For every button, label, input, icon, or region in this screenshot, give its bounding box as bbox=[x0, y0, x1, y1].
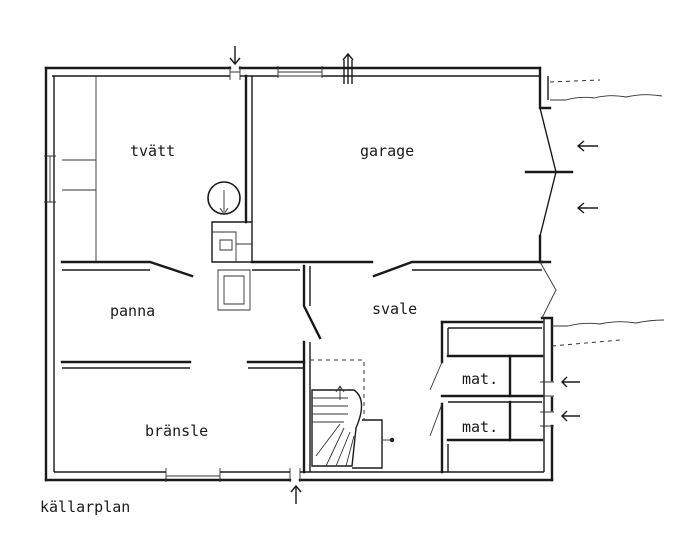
entry-arrows bbox=[229, 46, 598, 504]
room-label-svale: svale bbox=[372, 300, 417, 318]
room-label-mat-upper: mat. bbox=[462, 370, 498, 388]
arrow-left-icon bbox=[561, 410, 580, 422]
arrow-up-icon bbox=[290, 484, 302, 504]
arrow-up-icon bbox=[342, 52, 354, 84]
room-label-garage: garage bbox=[360, 142, 414, 160]
arrow-down-icon bbox=[229, 46, 241, 66]
outer-walls bbox=[44, 66, 554, 482]
terrain-lines bbox=[549, 79, 665, 347]
stair-arrow-icon bbox=[335, 385, 345, 400]
garage-door bbox=[524, 107, 574, 319]
room-label-tvatt: tvätt bbox=[130, 142, 175, 160]
room-labels: tvätt garage panna svale bränsle mat. ma… bbox=[110, 142, 498, 440]
arrow-left-icon bbox=[561, 376, 580, 388]
room-label-mat-lower: mat. bbox=[462, 418, 498, 436]
boiler-icon bbox=[207, 181, 241, 215]
room-label-panna: panna bbox=[110, 302, 155, 320]
plan-caption: källarplan bbox=[40, 498, 130, 516]
interior-walls bbox=[60, 74, 544, 474]
arrow-left-icon bbox=[576, 140, 598, 152]
stairs bbox=[310, 359, 395, 469]
windows bbox=[44, 66, 554, 482]
arrow-left-icon bbox=[576, 202, 598, 214]
room-label-bransle: bränsle bbox=[145, 422, 208, 440]
